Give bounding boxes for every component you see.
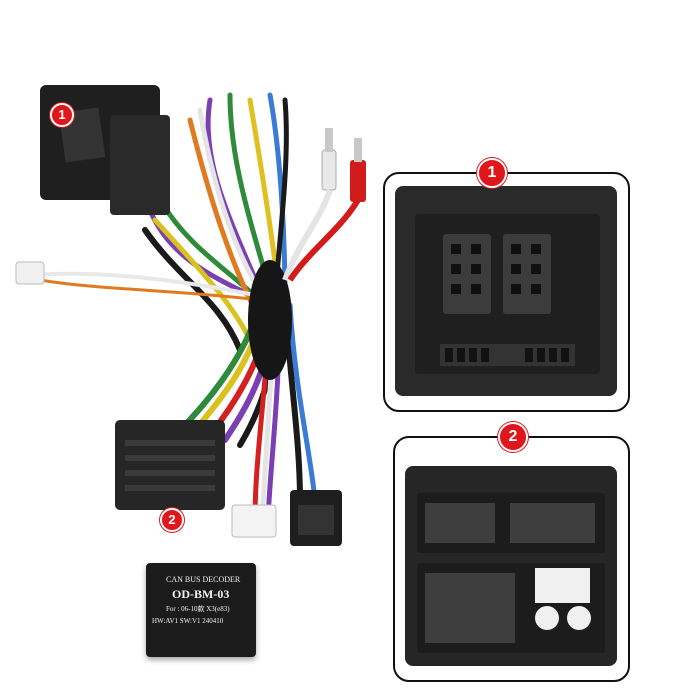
panel-1-badge: 1 (477, 158, 507, 188)
callout-badge-1: 1 (50, 103, 74, 127)
wire-harness-image (15, 85, 366, 546)
connector-1-photo (395, 186, 617, 396)
panel-2-badge: 2 (498, 422, 528, 452)
decoder-title: CAN BUS DECODER (166, 575, 241, 584)
decoder-model: OD-BM-03 (172, 587, 230, 601)
connector-2-detail-panel (393, 436, 630, 682)
callout-badge-2: 2 (160, 508, 184, 532)
decoder-vehicle: For : 06-10款 X3(e83) (166, 605, 230, 613)
decoder-version: HW:AV1 SW:V1 240410 (152, 617, 224, 625)
connector-2-photo (405, 466, 617, 666)
connector-1-detail-panel (383, 172, 630, 412)
decoder-box: CAN BUS DECODER OD-BM-03 For : 06-10款 X3… (146, 563, 256, 657)
